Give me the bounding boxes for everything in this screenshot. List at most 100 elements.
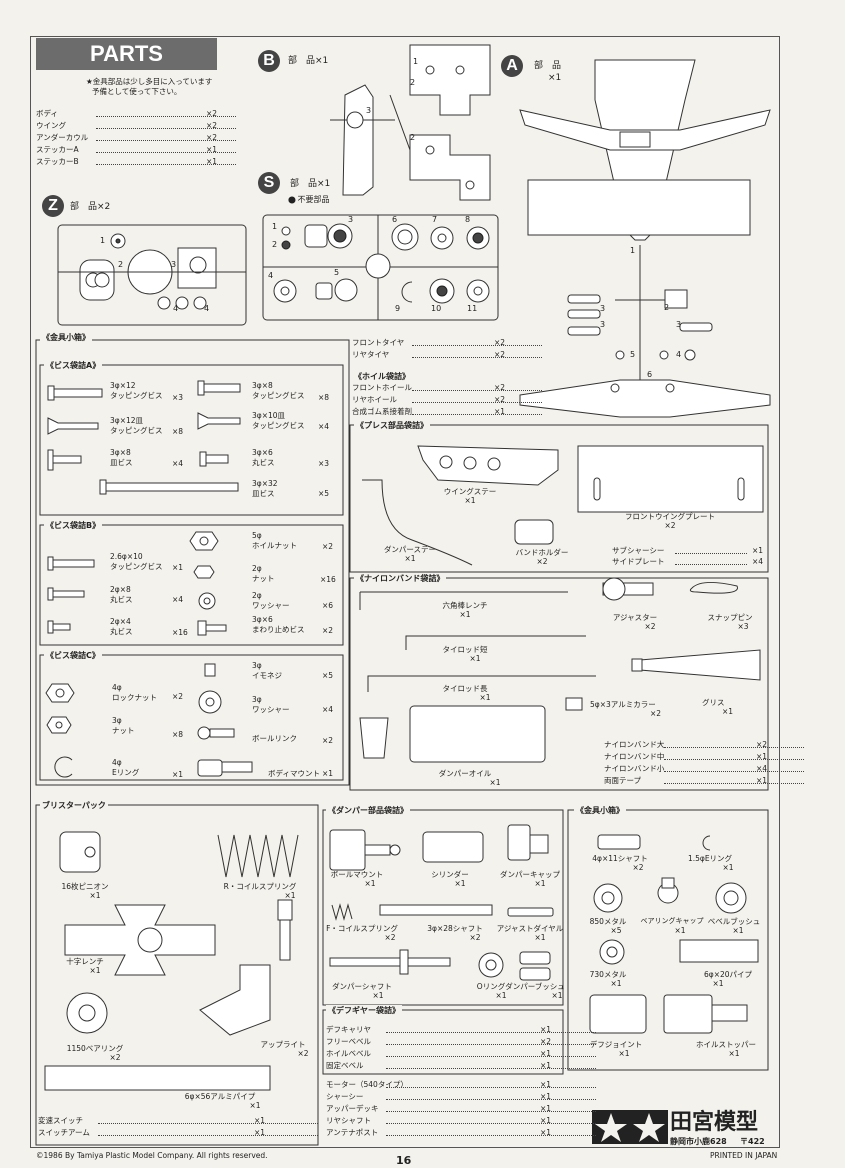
- r-spring-label: R・コイルスプリング: [223, 882, 297, 891]
- cylinder-label: シリンダー: [431, 870, 469, 879]
- screw-name: ボディマウント: [268, 769, 320, 778]
- screw-name: 丸ビス: [252, 458, 275, 467]
- screw-qty: ×2: [322, 542, 334, 551]
- damper-oil-qty: ×1: [489, 778, 501, 787]
- copyright: ©1986 By Tamiya Plastic Model Company. A…: [36, 1151, 268, 1160]
- list-item-qty: ×1: [540, 1104, 552, 1113]
- shaft28-label: 3φ×28シャフト: [427, 924, 483, 933]
- bearing-qty: ×2: [109, 1053, 121, 1062]
- screw-spec: 2φ×8: [110, 585, 131, 594]
- diff-joint-label: デフジョイント: [589, 1040, 643, 1049]
- wheel-stopper-qty: ×1: [728, 1049, 740, 1058]
- dotted-leader: [412, 357, 542, 358]
- tree-s-unused-note: ● 不要部品: [288, 195, 330, 204]
- band-holder-label: バンドホルダー: [515, 548, 569, 557]
- screw-spec: 2.6φ×10: [110, 552, 143, 561]
- o-ring-qty: ×1: [495, 991, 507, 1000]
- tree-b-drawing: [330, 44, 491, 201]
- pipe20-qty: ×1: [712, 979, 724, 988]
- screw-spec: 2φ: [252, 591, 262, 600]
- screw-spec: 5φ: [252, 531, 262, 540]
- damper-cap-label: ダンパーキャップ: [500, 870, 560, 879]
- tree-b-part-number: 2: [410, 78, 416, 87]
- list-item-name: ナイロンバンド大: [604, 740, 665, 749]
- list-item-qty: ×2: [494, 338, 506, 347]
- dotted-leader: [386, 1099, 596, 1100]
- list-item-qty: ×1: [206, 145, 218, 154]
- side-plate-qty: ×4: [752, 557, 764, 566]
- band-holder-qty: ×2: [536, 557, 548, 566]
- metal850-label: 850メタル: [589, 917, 627, 926]
- brand-name: 田宮模型: [670, 1109, 759, 1135]
- screw-name: ホイルナット: [252, 541, 297, 550]
- note-line-1: ★金具部品は少し多目に入っています: [86, 77, 213, 86]
- list-item-qty: ×2: [206, 121, 218, 130]
- damper-shaft-qty: ×1: [372, 991, 384, 1000]
- wheel-stopper-label: ホイルストッパー: [696, 1040, 756, 1049]
- dotted-leader: [96, 128, 236, 129]
- screw-c-drawings: [45, 663, 253, 778]
- screw-spec: 3φ×6: [252, 448, 273, 457]
- tamiya-star-logo: [592, 1110, 668, 1144]
- tree-s-part-number: 6: [392, 215, 398, 224]
- blister-drawings: [44, 831, 299, 1091]
- list-item-qty: ×4: [756, 764, 768, 773]
- damper-oil-label: ダンパーオイル: [438, 769, 492, 778]
- tree-z-label: 部 品×2: [70, 202, 111, 212]
- screw-qty: ×8: [172, 730, 184, 739]
- nylon-bag-title: 《ナイロンバンド袋詰》: [354, 573, 447, 584]
- dotted-leader: [98, 1123, 318, 1124]
- tree-s-part-number: 9: [395, 304, 401, 313]
- screw-spec: 3φ×32: [252, 479, 278, 488]
- tree-a-part-number: 2: [664, 303, 670, 312]
- list-item-name: リヤタイヤ: [352, 350, 390, 359]
- dotted-leader: [664, 747, 804, 748]
- tree-s-part-number: 10: [431, 304, 442, 313]
- dotted-leader: [386, 1111, 596, 1112]
- pipe-label: 6φ×56アルミパイプ: [184, 1092, 256, 1101]
- tierod-short-qty: ×1: [469, 654, 481, 663]
- screw-qty: ×8: [318, 393, 330, 402]
- list-item-name: ステッカーB: [36, 157, 79, 166]
- page-title: PARTS: [36, 38, 217, 70]
- screw-qty: ×6: [322, 601, 334, 610]
- screw-name: タッピングビス: [110, 391, 163, 400]
- dotted-leader: [386, 1044, 596, 1045]
- metal730-label: 730メタル: [589, 970, 627, 979]
- e-ring-label: 1.5φEリング: [687, 854, 733, 863]
- tree-s-part-number: 3: [348, 215, 354, 224]
- screw-spec: 2φ×4: [110, 617, 131, 626]
- screw-spec: 3φ×8: [110, 448, 131, 457]
- brand-address: 静岡市小鹿628: [670, 1137, 727, 1146]
- press-parts-drawings: [362, 445, 764, 566]
- adj-dial-qty: ×1: [534, 933, 546, 942]
- screw-name: 丸ビス: [110, 595, 133, 604]
- ball-mount-qty: ×1: [364, 879, 376, 888]
- tree-s-badge: S: [258, 172, 280, 194]
- blister-title: ブリスターパック: [40, 800, 108, 811]
- list-item-name: リヤシャフト: [326, 1116, 371, 1125]
- list-item-qty: ×1: [254, 1128, 266, 1137]
- list-item-name: ホイルベベル: [326, 1049, 371, 1058]
- dotted-leader: [386, 1068, 596, 1069]
- screw-qty: ×3: [318, 459, 330, 468]
- tree-s-part-number: 4: [268, 271, 274, 280]
- printed-in: PRINTED IN JAPAN: [710, 1151, 778, 1160]
- tree-a-part-number: 3: [600, 304, 606, 313]
- dotted-leader: [96, 116, 236, 117]
- brand-postal: 〒422: [740, 1137, 765, 1146]
- bearing-cap-label: ベアリングキャップ: [640, 917, 704, 925]
- tree-z-part-number: 1: [100, 236, 106, 245]
- screw-spec: 3φ×12皿: [110, 416, 144, 425]
- sub-chassis-label: サブシャーシー: [612, 546, 665, 555]
- cross-wrench-label: 十字レンチ: [66, 957, 104, 966]
- screw-name: タッピングビス: [110, 562, 163, 571]
- snap-pin-label: スナップピン: [707, 613, 753, 622]
- page-number: 16: [396, 1154, 412, 1167]
- screw-qty: ×16: [320, 575, 336, 584]
- damper-stay-label: ダンパーステー: [383, 545, 437, 554]
- dotted-leader: [412, 402, 542, 403]
- screw-qty: ×4: [322, 705, 334, 714]
- pipe-qty: ×1: [249, 1101, 261, 1110]
- tree-z-part-number: 4: [204, 304, 210, 313]
